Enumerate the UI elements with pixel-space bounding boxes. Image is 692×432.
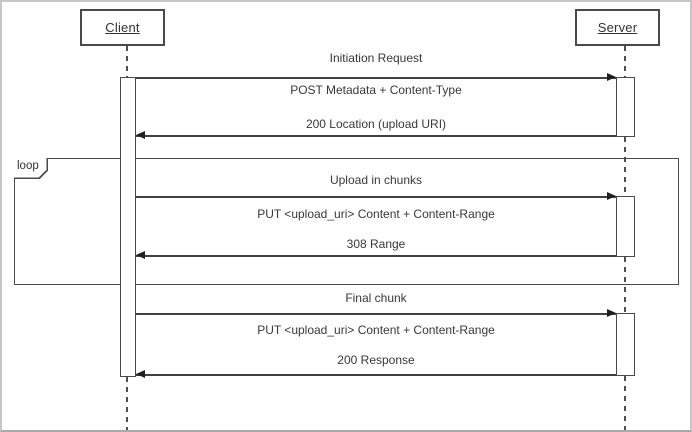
exchange-1-request-label: POST Metadata + Content-Type xyxy=(290,83,462,97)
loop-operator-label: loop xyxy=(17,160,39,172)
arrowhead-right-icon xyxy=(607,309,616,317)
server-lifeline xyxy=(624,46,626,77)
loop-fragment-tab: loop xyxy=(14,158,48,179)
arrowhead-left-icon xyxy=(136,131,145,139)
request-line-2 xyxy=(136,196,616,198)
loop-fragment-frame xyxy=(14,158,679,285)
server-activation-bar-1 xyxy=(616,77,635,137)
exchange-3-request-label: PUT <upload_uri> Content + Content-Range xyxy=(257,323,495,337)
client-lifeline xyxy=(126,377,128,430)
arrowhead-left-icon xyxy=(136,251,145,259)
server-activation-bar-3 xyxy=(616,313,635,376)
actor-box-client: Client xyxy=(80,9,165,46)
client-lifeline xyxy=(126,46,128,77)
response-line-3 xyxy=(136,374,616,376)
request-line-3 xyxy=(136,313,616,315)
exchange-1-response-label: 200 Location (upload URI) xyxy=(305,117,447,131)
request-line-1 xyxy=(136,77,616,79)
actor-label-client: Client xyxy=(105,20,140,35)
actor-label-server: Server xyxy=(597,20,638,35)
arrowhead-right-icon xyxy=(607,192,616,200)
actor-box-server: Server xyxy=(575,9,660,46)
server-lifeline xyxy=(624,137,626,196)
response-line-2 xyxy=(136,255,616,257)
exchange-2-response-label: 308 Range xyxy=(346,237,406,251)
response-line-1 xyxy=(136,135,616,137)
arrowhead-left-icon xyxy=(136,370,145,378)
exchange-2-request-label: PUT <upload_uri> Content + Content-Range xyxy=(257,207,495,221)
arrowhead-right-icon xyxy=(607,73,616,81)
exchange-3-response-label: 200 Response xyxy=(337,353,415,367)
server-lifeline xyxy=(624,376,626,430)
server-activation-bar-2 xyxy=(616,196,635,257)
exchange-3-title: Final chunk xyxy=(345,291,407,305)
exchange-2-title: Upload in chunks xyxy=(329,173,423,187)
server-lifeline xyxy=(624,257,626,313)
loop-fragment-tab-fill: loop xyxy=(14,158,47,178)
client-activation-bar xyxy=(120,77,136,377)
exchange-1-title: Initiation Request xyxy=(329,51,423,65)
